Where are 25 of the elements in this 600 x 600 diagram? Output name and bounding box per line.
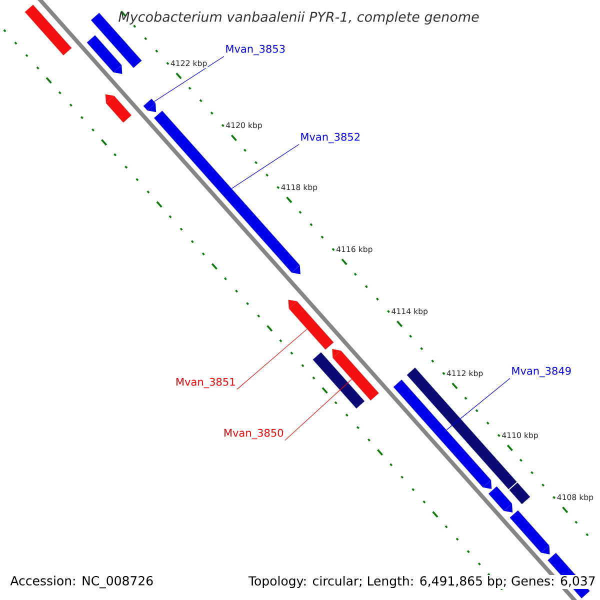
genome-info-text: Topology: circular; Length: 6,491,865 bp; Genes: 6,037	[247, 574, 597, 590]
gene-block	[510, 510, 550, 554]
leader-line	[154, 56, 224, 102]
leader-line	[446, 378, 510, 430]
gene-block	[509, 482, 530, 504]
gene-block	[393, 380, 492, 489]
gene-label: Mvan_3850	[224, 428, 284, 440]
gene-block	[86, 35, 122, 74]
gene-block	[288, 300, 334, 350]
gene-label: Mvan_3853	[226, 44, 285, 56]
leader-line	[231, 144, 300, 189]
gene-block	[154, 110, 300, 274]
gene-label: Mvan_3852	[301, 132, 360, 144]
gene-block	[332, 349, 379, 400]
gene-block	[312, 352, 365, 408]
gene-label: Mvan_3851	[176, 378, 235, 388]
gene-block	[488, 486, 513, 512]
leader-line	[236, 328, 308, 390]
title: Mycobacterium vanbaalenii PYR-1, complete genome	[118, 11, 479, 25]
gene-block	[24, 4, 72, 56]
gene-label: Mvan_3849	[512, 366, 571, 378]
gene-block	[143, 98, 156, 112]
leader-line	[284, 379, 352, 441]
gene-block	[105, 94, 132, 123]
accession-text: Accession: NC_008726	[9, 574, 155, 590]
